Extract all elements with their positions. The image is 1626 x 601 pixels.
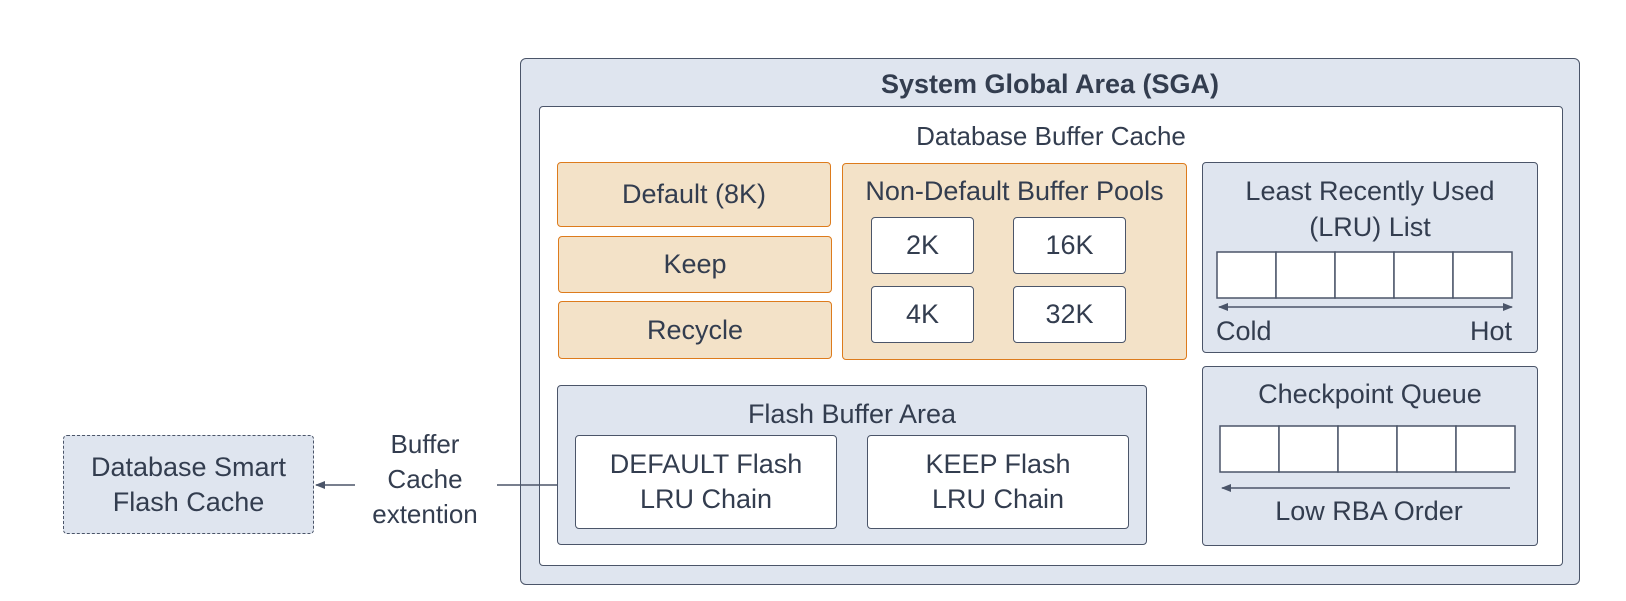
lru-cell: [1275, 251, 1336, 299]
low-rba-order-label: Low RBA Order: [1275, 496, 1463, 526]
checkpoint-cell: [1219, 425, 1280, 473]
flash-area-title: Flash Buffer Area: [747, 399, 957, 429]
checkpoint-cell: [1396, 425, 1457, 473]
default-flash-line2: LRU Chain: [639, 484, 773, 514]
lru-cell: [1216, 251, 1277, 299]
default-pool: Default (8K): [557, 162, 831, 227]
lru-cell: [1452, 251, 1513, 299]
lru-cold-label: Cold: [1216, 316, 1272, 346]
pool-4k: 4K: [871, 286, 974, 343]
lru-title-line2: (LRU) List: [1309, 212, 1431, 242]
lru-cells: [1216, 251, 1513, 299]
pool-16k-label: 16K: [1045, 230, 1094, 260]
lru-title-line1: Least Recently Used: [1245, 176, 1495, 206]
pool-32k: 32K: [1013, 286, 1126, 343]
lru-title: Least Recently Used (LRU) List: [1203, 173, 1537, 245]
extension-line2: Cache: [387, 463, 463, 494]
checkpoint-cell: [1337, 425, 1398, 473]
buffer-cache-extension-label: Buffer Cache extention: [345, 424, 505, 534]
smart-cache-line2: Flash Cache: [112, 486, 265, 517]
default-flash-line1: DEFAULT Flash: [609, 449, 803, 479]
checkpoint-cell: [1278, 425, 1339, 473]
keep-flash-line1: KEEP Flash: [925, 449, 1071, 479]
default-pool-label: Default (8K): [621, 179, 767, 209]
checkpoint-cell: [1455, 425, 1516, 473]
extension-line3: extention: [372, 498, 478, 529]
non-default-title: Non-Default Buffer Pools: [865, 176, 1164, 206]
extension-line1: Buffer: [390, 428, 460, 459]
keep-flash-line2: LRU Chain: [931, 484, 1065, 514]
pool-32k-label: 32K: [1045, 299, 1094, 329]
keep-flash-lru-chain: KEEP Flash LRU Chain: [867, 435, 1129, 529]
keep-pool: Keep: [558, 236, 832, 293]
buffer-cache-title: Database Buffer Cache: [916, 121, 1186, 151]
default-flash-lru-chain: DEFAULT Flash LRU Chain: [575, 435, 837, 529]
lru-cell: [1393, 251, 1454, 299]
sga-title: System Global Area (SGA): [880, 69, 1220, 99]
smart-cache-line1: Database Smart: [90, 451, 287, 482]
pool-4k-label: 4K: [905, 299, 940, 329]
pool-16k: 16K: [1013, 217, 1126, 274]
checkpoint-cells: [1219, 425, 1516, 473]
pool-2k-label: 2K: [905, 230, 940, 260]
checkpoint-title: Checkpoint Queue: [1258, 379, 1482, 409]
pool-2k: 2K: [871, 217, 974, 274]
recycle-pool: Recycle: [558, 301, 832, 359]
database-smart-flash-cache: Database Smart Flash Cache: [63, 435, 314, 534]
lru-hot-label: Hot: [1470, 316, 1513, 346]
lru-cell: [1334, 251, 1395, 299]
keep-pool-label: Keep: [663, 249, 727, 279]
recycle-pool-label: Recycle: [646, 314, 744, 345]
